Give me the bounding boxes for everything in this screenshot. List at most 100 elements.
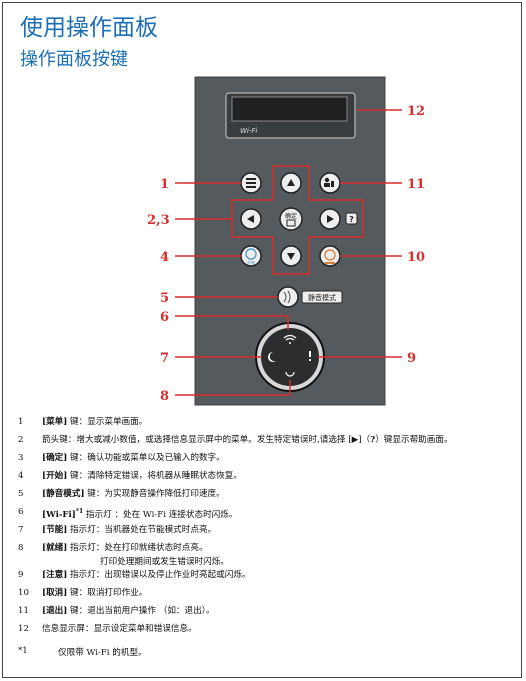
callout-12: 12 <box>407 104 425 119</box>
start-button[interactable]: 开始 <box>240 245 262 267</box>
item-text: 键：退出当前用户操作 （如：退出）。 <box>67 606 215 616</box>
ok-label: 确定 <box>285 212 297 220</box>
wifi-label: Wi-Fi <box>240 127 257 135</box>
callout-6: 6 <box>160 310 169 325</box>
item-number: 4 <box>18 471 24 481</box>
item-key: [Wi-Fi] <box>42 509 76 520</box>
item-text: 键：显示菜单画面。 <box>67 417 148 427</box>
stop-icon <box>324 249 336 264</box>
stop-button[interactable] <box>319 245 341 267</box>
help-icon: ? <box>370 435 376 445</box>
callout-lines <box>175 109 402 396</box>
attention-indicator-icon <box>309 351 311 361</box>
down-arrow-button[interactable] <box>280 245 302 267</box>
back-button[interactable] <box>319 172 341 194</box>
item-text: 指示灯：处在打印就绪状态时点亮。 <box>67 543 208 553</box>
start-icon <box>245 248 257 260</box>
ok-icon <box>286 219 296 227</box>
list-item: 1[菜单] 键：显示菜单画面。 <box>18 415 518 433</box>
right-arrow-icon <box>327 215 334 223</box>
arrow-keys-outline <box>231 165 364 275</box>
callout-11: 11 <box>407 177 425 192</box>
wifi-indicator-icon <box>283 334 297 344</box>
item-text: 键：为实现静音操作降低打印速度。 <box>84 489 225 499</box>
item-number: 9 <box>18 570 24 580</box>
callout-10: 10 <box>407 250 425 265</box>
item-number: 3 <box>18 453 24 463</box>
callout-4: 4 <box>160 250 169 265</box>
item-key: [退出] <box>42 606 68 616</box>
item-text-line2: 打印处理期间或发生错误时闪烁。 <box>100 557 229 567</box>
item-number: 5 <box>18 489 24 499</box>
quiet-mode-button[interactable] <box>277 286 299 308</box>
list-item: 4 [开始] 键：清除特定错误，将机器从睡眠状态恢复。 <box>18 469 518 487</box>
ready-indicator-icon <box>285 371 295 377</box>
callout-5: 5 <box>160 291 169 306</box>
item-text: 指示灯 ：处在 Wi-Fi 连接状态时闪烁。 <box>83 509 238 520</box>
item-key: [注意] <box>42 570 68 580</box>
footnote-text: 仅限带 Wi-Fi 的机型。 <box>58 648 147 658</box>
help-glyph: ? <box>349 215 354 224</box>
down-arrow-icon <box>287 253 295 260</box>
list-item: 11 [退出] 键：退出当前用户操作 （如：退出）。 <box>18 604 518 622</box>
item-number: 2 <box>18 435 24 445</box>
list-item: 5 [静音模式] 键：为实现静音操作降低打印速度。 <box>18 487 518 505</box>
item-number: 6 <box>18 507 24 517</box>
item-key: [静音模式] <box>42 489 85 499</box>
list-item: 6 [Wi-Fi]*1 指示灯 ：处在 Wi-Fi 连接状态时闪烁。 <box>18 505 518 523</box>
item-text: 键：取消打印作业。 <box>67 588 148 598</box>
item-number: 12 <box>18 624 29 634</box>
item-key: [就绪] <box>42 543 68 553</box>
callout-8: 8 <box>160 389 169 404</box>
callout-2-3: 2,3 <box>147 213 170 228</box>
callout-1: 1 <box>160 177 169 192</box>
list-item: 8 [就绪] 指示灯：处在打印就绪状态时点亮。打印处理期间或发生错误时闪烁。 <box>18 541 518 568</box>
section-title: 操作面板按键 <box>20 49 128 70</box>
item-text: 键：确认功能或菜单以及已输入的数字。 <box>67 453 225 463</box>
help-icon <box>345 212 358 225</box>
callout-7: 7 <box>160 351 169 366</box>
item-text: 箭头键：增大或减小数值，或选择信息显示屏中的菜单。发生特定错误时,请选择 [▶]… <box>42 435 371 445</box>
item-text: 信息显示屏：显示设定菜单和错误信息。 <box>42 624 197 634</box>
list-item: 9 [注意] 指示灯：出现错误以及停止作业时亮起或闪烁。 <box>18 568 518 586</box>
right-arrow-button[interactable] <box>319 208 341 230</box>
quiet-mode-icon <box>283 290 291 304</box>
list-item: 7[节能] 指示灯：当机器处在节能模式时点亮。 <box>18 523 518 541</box>
list-item: 2 箭头键：增大或减小数值，或选择信息显示屏中的菜单。发生特定错误时,请选择 [▶… <box>18 433 518 451</box>
key-descriptions: 1[菜单] 键：显示菜单画面。 2 箭头键：增大或减小数值，或选择信息显示屏中的菜… <box>18 415 518 658</box>
item-text: 指示灯：当机器处在节能模式时点亮。 <box>67 525 217 535</box>
item-key: [开始] <box>42 471 68 481</box>
message-display <box>231 96 348 122</box>
start-text: 开始 <box>247 259 255 265</box>
item-key: [确定] <box>42 453 68 463</box>
up-arrow-button[interactable] <box>280 172 302 194</box>
left-arrow-icon <box>247 215 254 223</box>
ok-button[interactable]: 确定 <box>279 207 303 231</box>
item-number: 11 <box>18 606 29 616</box>
item-text: 指示灯：出现错误以及停止作业时亮起或闪烁。 <box>67 570 251 580</box>
callout-9: 9 <box>407 351 416 366</box>
page-title: 使用操作面板 <box>20 15 158 41</box>
up-arrow-icon <box>287 179 295 186</box>
list-item: 12 信息显示屏：显示设定菜单和错误信息。 <box>18 622 518 640</box>
item-number: 1 <box>18 417 24 427</box>
footnote-marker: *1 <box>75 508 84 515</box>
item-text: ）键显示帮助画面。 <box>375 435 453 445</box>
item-number: 8 <box>18 543 24 553</box>
menu-button[interactable] <box>240 172 262 194</box>
energy-saver-icon <box>268 352 276 362</box>
item-text: 键：清除特定错误，将机器从睡眠状态恢复。 <box>67 471 242 481</box>
left-arrow-button[interactable] <box>240 208 262 230</box>
control-panel-diagram: Wi-Fi 确定 ? 开始 <box>147 76 425 406</box>
quiet-mode-label: 静音模式 <box>308 293 336 302</box>
indicator-ring <box>261 328 319 386</box>
list-item: 10 [取消] 键：取消打印作业。 <box>18 586 518 604</box>
user-exit-icon <box>324 177 334 187</box>
item-key: [取消] <box>42 588 68 598</box>
menu-icon <box>246 178 256 188</box>
quiet-mode-label-box <box>301 290 343 304</box>
item-number: 10 <box>18 588 29 598</box>
item-key: [节能] <box>42 525 68 535</box>
